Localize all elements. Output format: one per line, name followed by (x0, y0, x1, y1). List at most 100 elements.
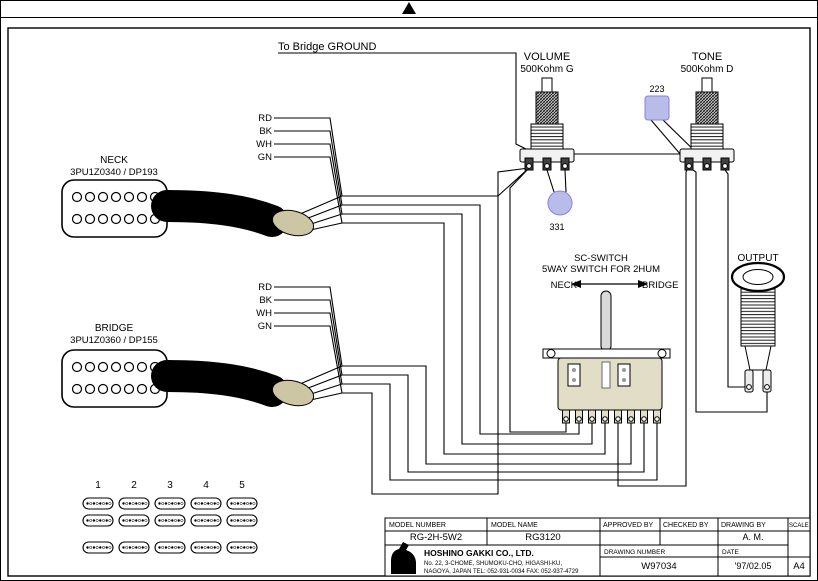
switch-contact-dot (572, 378, 576, 382)
switch-contact-dot (622, 368, 626, 372)
wire-neck-bk (342, 204, 580, 435)
drawing-number-value: W97034 (641, 561, 676, 572)
tone-spec-label: 500Kohm D (681, 64, 734, 75)
jack-lug-hole (764, 384, 770, 390)
tone-title-label: TONE (692, 51, 722, 63)
position-icon (154, 541, 186, 554)
leader-neck-rd (274, 117, 343, 197)
bridge-ground-label: To Bridge GROUND (278, 41, 376, 53)
switch-lug-5 (614, 409, 622, 424)
volume-spec-label: 500Kohm G (520, 64, 574, 75)
switch-contact-block (567, 363, 581, 387)
wire-jack-ground (689, 167, 768, 413)
switch-lever-slot (601, 361, 611, 389)
bridge-wire-bk-label: BK (259, 295, 272, 306)
neck-wire-bk-label: BK (259, 126, 272, 137)
position-icon (226, 497, 258, 510)
output-title-label: OUTPUT (737, 253, 778, 264)
position-icon (82, 497, 114, 510)
wire-bridge-ground (278, 52, 529, 151)
company-name: HOSHINO GAKKI CO., LTD. (424, 548, 534, 558)
position-number: 4 (203, 480, 209, 491)
position-icon (190, 541, 222, 554)
position-number: 3 (167, 480, 173, 491)
switch-screw-hole (546, 349, 556, 358)
company-address-line1: No. 22, 3-CHOME, SHUMOKU-CHO, HIGASHI-KU… (424, 561, 562, 567)
switch-lug-6 (627, 409, 635, 424)
bridge-title-label: BRIDGE (95, 323, 134, 334)
switch-contact-block (617, 363, 631, 387)
volume-title-label: VOLUME (524, 51, 570, 63)
wire-neck-wh (342, 213, 593, 445)
fold-mark-triangle-icon (402, 2, 416, 14)
model-name-header: MODEL NAME (491, 522, 538, 529)
switch-lug-8 (653, 409, 661, 424)
bridge-wire-gn-label: GN (258, 321, 272, 332)
bridge-cable (151, 360, 288, 407)
cap331-leg-1 (546, 169, 555, 193)
company-address-line2: NAGOYA, JAPAN TEL: 052-931-0034 FAX: 052… (424, 569, 579, 575)
wire-bridge-gn (342, 167, 530, 495)
bridge-cable-tip (271, 379, 315, 407)
neck-wire-gn-label: GN (258, 152, 272, 163)
switch-lug-7 (640, 409, 648, 424)
drawing-by-value: A. M. (742, 532, 763, 542)
switch-bridge-label: BRIDGE (642, 280, 678, 291)
wire-volume-to-switch (509, 167, 567, 433)
leader-bridge-bk (274, 299, 343, 376)
jack-taper (744, 345, 772, 371)
title-block-border (384, 517, 811, 577)
hoshino-logo (391, 542, 416, 574)
model-number-value: RG-2H-5W2 (410, 532, 462, 543)
wire-tone-to-jack (724, 169, 745, 388)
neck-tip-wire (302, 204, 343, 221)
cap331-label: 331 (549, 222, 564, 232)
switch-contact-dot (572, 368, 576, 372)
model-number-header: MODEL NUMBER (389, 522, 446, 529)
model-name-value: RG3120 (525, 532, 560, 543)
leader-bridge-rd (274, 286, 343, 367)
position-icon (190, 497, 222, 510)
cap331-leg-2 (564, 169, 567, 193)
position-number: 2 (131, 480, 137, 491)
position-icon (190, 514, 222, 527)
approved-by-header: APPROVED BY (603, 522, 654, 529)
wire-bridge-rd (342, 365, 632, 465)
date-value: '97/02.05 (735, 561, 772, 571)
position-icon (118, 497, 150, 510)
leader-bridge-wh (274, 312, 343, 385)
switch-lug-4 (601, 409, 609, 424)
neck-tip-wire (299, 195, 343, 215)
drawing-number-header: DRAWING NUMBER (604, 549, 665, 556)
leader-neck-bk (274, 130, 343, 206)
bridge-tip-wire (299, 365, 343, 385)
bridge-tip-wire (302, 374, 343, 391)
switch-title-label: SC-SWITCH (574, 253, 628, 264)
position-number: 1 (95, 480, 101, 491)
jack-opening-inner (742, 269, 774, 285)
neck-cable (151, 190, 288, 237)
wire-neck-gn (342, 222, 606, 455)
output-jack (730, 261, 786, 393)
date-header: DATE (722, 549, 740, 556)
position-icon (82, 514, 114, 527)
leader-neck-wh (274, 143, 343, 215)
leader-bridge-gn (274, 325, 343, 394)
capacitor-223 (644, 95, 670, 121)
cap223-label: 223 (649, 84, 664, 94)
wire-bridge-bk (342, 374, 645, 473)
wire-bridge-wh (342, 383, 658, 481)
switch-contact-dot (622, 378, 626, 382)
neck-part-label: 3PU1Z0340 / DP193 (70, 167, 158, 178)
neck-wire-rd-label: RD (258, 113, 272, 124)
bridge-wire-rd-label: RD (258, 282, 272, 293)
position-icon (154, 514, 186, 527)
checked-by-header: CHECKED BY (663, 522, 709, 529)
selector-range-arrow (571, 280, 648, 288)
position-number: 5 (239, 480, 245, 491)
neck-cable-tip (271, 209, 315, 237)
position-icon (82, 541, 114, 554)
scale-header: SCALE (789, 523, 809, 529)
switch-neck-label: NECK (551, 280, 578, 291)
